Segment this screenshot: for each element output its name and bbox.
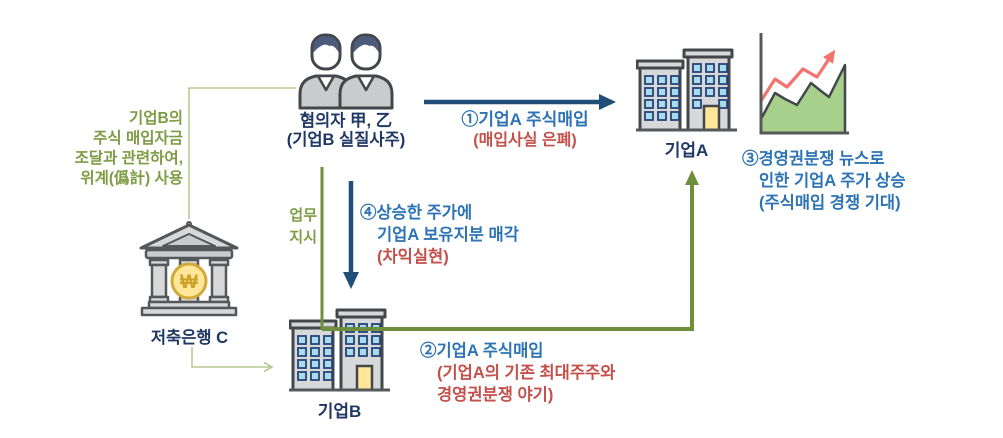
windows-left — [297, 335, 333, 381]
step4-line2: 기업A 보유지분 매각 — [377, 226, 519, 244]
step3-line: 인한 기업A 주가 상승 — [759, 172, 906, 190]
funding-note: 기업B의 주식 매입자금 조달과 관련하여, 위계(僞計) 사용 — [25, 109, 183, 189]
step1-title: ①기업A 주식매입 — [461, 110, 589, 129]
won-symbol: ₩ — [180, 272, 198, 293]
funding-note-line: 기업B의 — [129, 110, 183, 127]
bank-to-company-b-arrow — [191, 347, 274, 373]
work-order-line2: 지시 — [289, 229, 317, 246]
door — [355, 364, 374, 392]
step2-note-line2: 경영권분쟁 야기) — [437, 386, 554, 404]
company-a-label: 기업A — [664, 141, 709, 160]
step2-label: ②기업A 주식매입 (기업A의 기존 최대주주와 경영권분쟁 야기) — [420, 340, 615, 406]
stock-chart-icon — [759, 33, 849, 135]
step2-note-line1: (기업A의 기존 최대주주와 — [437, 364, 616, 382]
person-right-icon — [338, 33, 394, 110]
windows-right — [692, 63, 728, 109]
funding-note-line: 주식 매입자금 — [93, 130, 183, 147]
step1-label: ①기업A 주식매입 (매입사실 은폐) — [430, 109, 620, 151]
step4-note: (차익실현) — [377, 248, 449, 266]
person-left-icon — [298, 33, 354, 110]
bank-label: 저축은행 C — [150, 329, 229, 347]
suspects-role: (기업B 실질사주) — [286, 131, 406, 149]
step4-label: ④상승한 주가에 기업A 보유지분 매각 (차익실현) — [360, 202, 519, 268]
won-coin-icon — [170, 262, 208, 300]
step1-note: (매입사실 은폐) — [473, 132, 577, 149]
company-b-building-icon — [289, 308, 390, 392]
suspects-icon — [298, 33, 394, 110]
funding-note-line: 위계(僞計) 사용 — [80, 170, 183, 187]
funding-bracket-line — [188, 87, 296, 219]
windows-left — [644, 75, 680, 121]
bank-icon: ₩ — [139, 221, 239, 317]
step2-title: ②기업A 주식매입 — [420, 342, 544, 360]
step3-line: (주식매입 경쟁 기대) — [759, 194, 901, 212]
work-order-line1: 업무 — [289, 207, 317, 224]
suspects-label: 혐의자 甲, 乙 (기업B 실질사주) — [261, 112, 431, 150]
door — [702, 104, 721, 132]
suspects-name: 혐의자 甲, 乙 — [299, 112, 393, 130]
company-a-building-icon — [636, 48, 737, 132]
work-order-label: 업무 지시 — [285, 205, 317, 249]
step3-line: ③경영권분쟁 뉴스로 — [742, 150, 885, 168]
step4-line1: ④상승한 주가에 — [360, 204, 473, 222]
windows-right — [345, 323, 381, 357]
funding-note-line: 조달과 관련하여, — [74, 150, 183, 167]
company-b-label: 기업B — [317, 402, 362, 421]
step3-label: ③경영권분쟁 뉴스로 인한 기업A 주가 상승 (주식매입 경쟁 기대) — [742, 148, 906, 214]
